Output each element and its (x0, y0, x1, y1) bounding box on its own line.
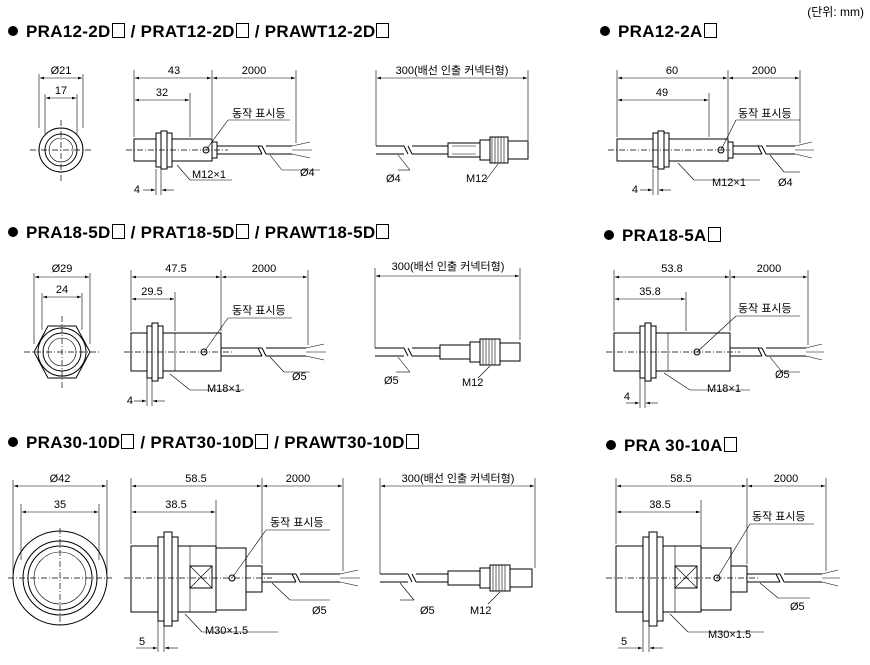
box-icon (111, 224, 125, 239)
row1-front-view: Ø21 17 (30, 65, 92, 182)
row3-a-body-length: 38.5 (649, 499, 670, 511)
row2-connector-view: 300(배선 인출 커넥터형) Ø5 M12 (374, 260, 521, 389)
box-icon (255, 434, 269, 449)
bullet-icon (8, 227, 18, 237)
row2-total-length: 47.5 (165, 263, 186, 275)
row3-connector-view: 300(배선 인출 커넥터형) Ø5 M12 (379, 472, 536, 617)
row1-a-indicator-label: 동작 표시등 (738, 107, 792, 120)
row3-a-cable-length: 2000 (774, 473, 798, 485)
row1-a-nut-label: 4 (632, 184, 638, 196)
row2-cable-dia: Ø5 (292, 371, 307, 383)
row2-id-label: 24 (56, 284, 68, 296)
row2-a-body-length: 35.8 (639, 286, 660, 298)
row2-a-cable-dia: Ø5 (775, 369, 790, 381)
row2-indicator-label: 동작 표시등 (232, 304, 286, 317)
title-pra18-5a: PRA18-5A (604, 226, 722, 246)
title-pra18-5d: PRA18-5D / PRAT18-5D / PRAWT18-5D (8, 223, 390, 243)
row3-connector-len: 300(배선 인출 커넥터형) (402, 472, 515, 485)
row2-a-indicator-label: 동작 표시등 (738, 302, 792, 315)
bullet-icon (8, 437, 18, 447)
row1-m12-label: M12 (466, 173, 487, 185)
row1-side-view: 43 2000 32 동작 표시등 4 M12×1 Ø4 (126, 65, 320, 196)
row1-body-length: 32 (156, 87, 168, 99)
row1-indicator-label: 동작 표시등 (232, 107, 286, 120)
row1-a-side-view: 60 2000 49 동작 표시등 4 M12×1 Ø4 (608, 65, 814, 196)
row2-connector-len: 300(배선 인출 커넥터형) (392, 260, 505, 273)
row2-conn-cable-dia: Ø5 (384, 375, 399, 387)
row3-a-side-view: 58.5 2000 38.5 동작 표시등 5 M30×1.5 Ø5 (606, 473, 840, 652)
title-pra30-10a: PRA 30-10A (606, 436, 738, 456)
row3-total-length: 58.5 (185, 473, 206, 485)
row1-total-length: 43 (168, 65, 180, 77)
row2-thread-label: M18×1 (207, 383, 241, 395)
row1-connector-len: 300(배선 인출 커넥터형) (396, 64, 509, 77)
title-pra30-10d: PRA30-10D / PRAT30-10D / PRAWT30-10D (8, 433, 420, 453)
row3-nut-label: 5 (139, 636, 145, 648)
row2-cable-length: 2000 (252, 263, 276, 275)
row2-a-nut-label: 4 (624, 391, 630, 403)
bullet-icon (604, 230, 614, 240)
box-icon (235, 23, 249, 38)
row1-a-cable-length: 2000 (752, 65, 776, 77)
row3-id-label: 35 (54, 499, 66, 511)
box-icon (707, 227, 721, 242)
row1-thread-label: M12×1 (192, 169, 226, 181)
row2-a-total-length: 53.8 (661, 263, 682, 275)
row3-cable-dia: Ø5 (312, 605, 327, 617)
row3-side-view: 58.5 2000 38.5 동작 표시등 5 M30×1.5 Ø5 (124, 473, 360, 652)
bullet-icon (606, 440, 616, 450)
row3-front-view: Ø42 35 (8, 473, 112, 626)
row2-m12-label: M12 (462, 377, 483, 389)
row2-a-cable-length: 2000 (757, 263, 781, 275)
row1-conn-cable-dia: Ø4 (386, 173, 401, 185)
row1-connector-view: 300(배선 인출 커넥터형) Ø4 M12 (375, 64, 529, 185)
row1-cable-dia: Ø4 (300, 167, 315, 179)
box-icon (235, 224, 249, 239)
row3-cable-length: 2000 (286, 473, 310, 485)
row2-a-thread-label: M18×1 (707, 383, 741, 395)
row3-thread-label: M30×1.5 (205, 625, 248, 637)
row3-conn-cable-dia: Ø5 (420, 605, 435, 617)
row1-a-thread-label: M12×1 (712, 177, 746, 189)
row2-od-label: Ø29 (52, 263, 73, 275)
row3-od-label: Ø42 (50, 473, 71, 485)
row3-indicator-label: 동작 표시등 (270, 516, 324, 529)
unit-note: (단위: mm) (807, 5, 864, 19)
row1-od-label: Ø21 (51, 65, 72, 77)
box-icon (703, 23, 717, 38)
title-pra12-2d: PRA12-2D / PRAT12-2D / PRAWT12-2D (8, 22, 390, 42)
row2-front-view: Ø29 24 (24, 263, 100, 388)
box-icon (121, 434, 135, 449)
box-icon (111, 23, 125, 38)
box-icon (405, 434, 419, 449)
row2-body-length: 29.5 (141, 286, 162, 298)
row3-a-cable-dia: Ø5 (790, 601, 805, 613)
row3-a-total-length: 58.5 (670, 473, 691, 485)
bullet-icon (8, 26, 18, 36)
row3-a-thread-label: M30×1.5 (708, 629, 751, 641)
row1-a-total-length: 60 (666, 65, 678, 77)
row1-nut-label: 4 (134, 184, 140, 196)
row2-side-view: 47.5 2000 29.5 동작 표시등 4 M18×1 Ø5 (124, 263, 326, 407)
row3-m12-label: M12 (470, 605, 491, 617)
box-icon (376, 23, 390, 38)
row1-a-cable-dia: Ø4 (778, 177, 793, 189)
row3-body-length: 38.5 (165, 499, 186, 511)
box-icon (376, 224, 390, 239)
row2-nut-label: 4 (127, 395, 133, 407)
row1-id-label: 17 (55, 85, 67, 97)
row1-a-body-length: 49 (656, 87, 668, 99)
row1-cable-length: 2000 (242, 65, 266, 77)
title-pra12-2a: PRA12-2A (600, 22, 718, 42)
bullet-icon (600, 26, 610, 36)
box-icon (723, 437, 737, 452)
row3-a-indicator-label: 동작 표시등 (752, 510, 806, 523)
row3-a-nut-label: 5 (621, 636, 627, 648)
row2-a-side-view: 53.8 2000 35.8 동작 표시등 4 M18×1 Ø5 (606, 263, 824, 408)
